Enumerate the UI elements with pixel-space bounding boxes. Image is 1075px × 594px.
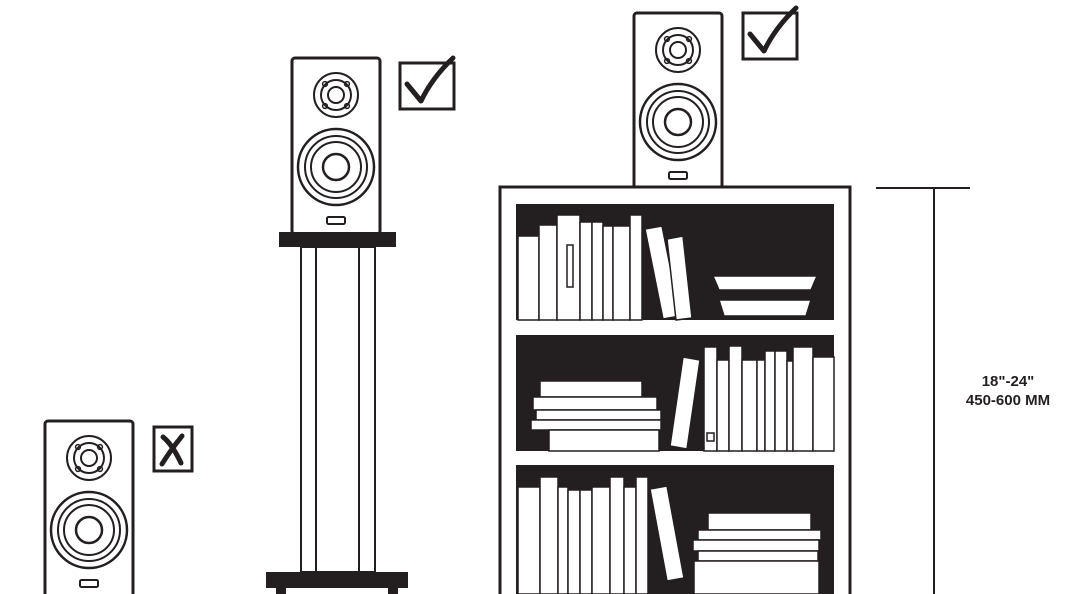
- floor-speaker: [45, 421, 133, 594]
- speaker-stand: [266, 232, 408, 594]
- check-icon: [743, 8, 797, 59]
- bookshelf: [500, 187, 850, 594]
- height-measurement-label: 18"-24" 450-600 MM: [948, 372, 1068, 410]
- check-icon: [400, 58, 454, 109]
- cross-icon: [154, 427, 192, 471]
- height-millimeters: 450-600 MM: [948, 391, 1068, 410]
- shelf-speaker: [634, 13, 722, 189]
- stand-speaker: [292, 58, 380, 234]
- height-inches: 18"-24": [948, 372, 1068, 391]
